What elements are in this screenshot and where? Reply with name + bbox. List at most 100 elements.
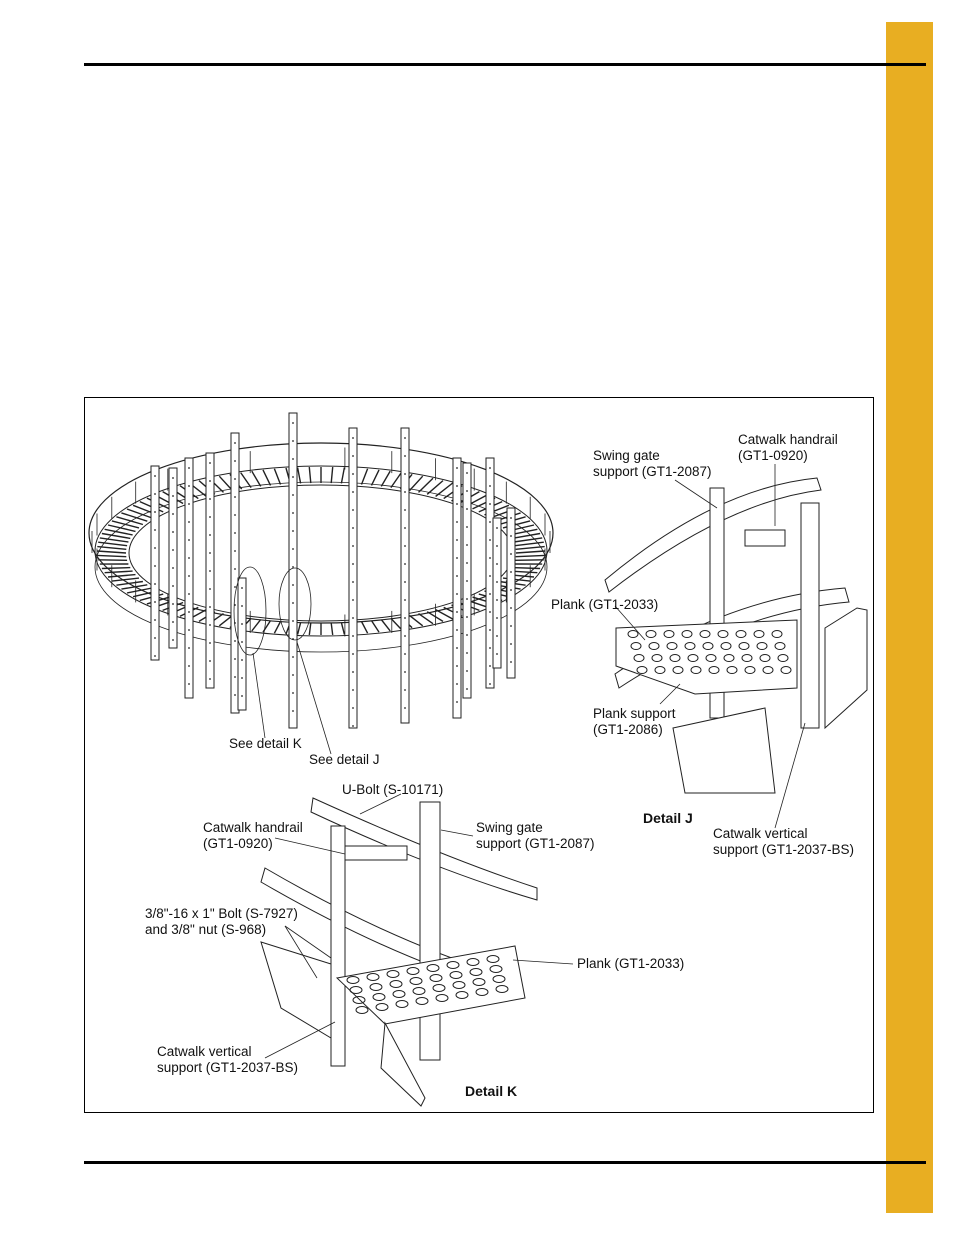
bolt-hole bbox=[209, 516, 211, 518]
bolt-hole bbox=[234, 640, 236, 642]
plank-hole bbox=[627, 630, 639, 638]
leader-line bbox=[296, 641, 332, 755]
vertical-support bbox=[230, 432, 240, 714]
leader-line bbox=[774, 722, 806, 829]
bolt-hole bbox=[510, 553, 512, 555]
plank-hole bbox=[684, 642, 696, 650]
detail-k-u-bolt-label: U-Bolt (S-10171) bbox=[342, 782, 444, 797]
bolt-hole bbox=[496, 563, 498, 565]
bolt-hole bbox=[510, 571, 512, 573]
bolt-hole bbox=[241, 587, 243, 589]
bolt-hole bbox=[209, 498, 211, 500]
bolt-hole bbox=[489, 485, 491, 487]
bolt-hole bbox=[292, 422, 294, 424]
bolt-hole bbox=[172, 567, 174, 569]
bolt-hole bbox=[172, 531, 174, 533]
bolt-hole bbox=[456, 539, 458, 541]
bolt-hole bbox=[456, 503, 458, 505]
bolt-hole bbox=[404, 617, 406, 619]
bolt-hole bbox=[172, 603, 174, 605]
bolt-hole bbox=[241, 695, 243, 697]
bolt-hole bbox=[352, 689, 354, 691]
bolt-hole bbox=[188, 467, 190, 469]
plank-hole bbox=[753, 630, 765, 638]
plank-hole bbox=[392, 990, 406, 998]
leader-line bbox=[674, 479, 718, 509]
bolt-hole bbox=[292, 512, 294, 514]
plank-hole bbox=[699, 630, 711, 638]
plank-hole bbox=[720, 642, 732, 650]
bolt-hole bbox=[292, 476, 294, 478]
plank-hole bbox=[726, 666, 738, 674]
plank-hole bbox=[762, 666, 774, 674]
plank-hole bbox=[717, 630, 729, 638]
leader-line bbox=[440, 829, 474, 837]
plank-hole bbox=[372, 993, 386, 1001]
plank-hole bbox=[432, 984, 446, 992]
bolt-hole bbox=[404, 563, 406, 565]
vertical-support bbox=[168, 467, 178, 649]
bolt-hole bbox=[404, 437, 406, 439]
plank-hole bbox=[355, 1006, 369, 1014]
bolt-hole bbox=[154, 493, 156, 495]
see-detail-j-label: See detail J bbox=[309, 752, 380, 767]
bolt-hole bbox=[234, 532, 236, 534]
bolt-hole bbox=[188, 503, 190, 505]
plank-hole bbox=[651, 654, 663, 662]
bolt-hole bbox=[510, 625, 512, 627]
plank-hole bbox=[475, 988, 489, 996]
bolt-hole bbox=[466, 634, 468, 636]
plank-hole bbox=[446, 961, 460, 969]
bolt-hole bbox=[241, 641, 243, 643]
vertical-support bbox=[400, 427, 410, 724]
wall-panel bbox=[824, 607, 868, 730]
plank bbox=[335, 945, 526, 1025]
vertical-support bbox=[348, 427, 358, 729]
vertical-support bbox=[800, 502, 820, 729]
bolt-hole bbox=[466, 544, 468, 546]
swing-gate-support bbox=[419, 801, 441, 1061]
bolt-hole bbox=[456, 467, 458, 469]
vertical-support bbox=[492, 517, 502, 669]
bolt-hole bbox=[456, 557, 458, 559]
bolt-hole bbox=[209, 606, 211, 608]
bolt-hole bbox=[209, 588, 211, 590]
detail-k-marker bbox=[233, 566, 267, 656]
plank-hole bbox=[495, 985, 509, 993]
vertical-support bbox=[184, 457, 194, 699]
bolt-hole bbox=[466, 670, 468, 672]
bolt-hole bbox=[292, 674, 294, 676]
plank-hole bbox=[771, 630, 783, 638]
support-bracket bbox=[744, 529, 786, 547]
plank-hole bbox=[412, 987, 426, 995]
bolt-hole bbox=[234, 460, 236, 462]
bolt-hole bbox=[292, 494, 294, 496]
bolt-hole bbox=[154, 583, 156, 585]
bolt-hole bbox=[466, 508, 468, 510]
grating-pattern bbox=[96, 467, 546, 635]
bolt-hole bbox=[188, 683, 190, 685]
bolt-hole bbox=[489, 575, 491, 577]
bolt-hole bbox=[496, 599, 498, 601]
bolt-hole bbox=[352, 527, 354, 529]
bolt-hole bbox=[209, 642, 211, 644]
plank-hole bbox=[346, 976, 360, 984]
bolt-hole bbox=[172, 585, 174, 587]
bolt-hole bbox=[489, 611, 491, 613]
bolt-hole bbox=[466, 526, 468, 528]
plank-hole bbox=[738, 642, 750, 650]
plank-hole bbox=[349, 986, 363, 994]
bolt-hole bbox=[496, 581, 498, 583]
plank-hole bbox=[469, 968, 483, 976]
bolt-hole bbox=[496, 635, 498, 637]
bolt-hole bbox=[456, 701, 458, 703]
plank-hole bbox=[633, 654, 645, 662]
bolt-hole bbox=[496, 545, 498, 547]
bolt-hole bbox=[352, 473, 354, 475]
bolt-hole bbox=[489, 593, 491, 595]
bolt-hole bbox=[404, 509, 406, 511]
bolt-hole bbox=[510, 517, 512, 519]
bolt-hole bbox=[292, 656, 294, 658]
plank-hole bbox=[735, 630, 747, 638]
bolt-hole bbox=[188, 575, 190, 577]
